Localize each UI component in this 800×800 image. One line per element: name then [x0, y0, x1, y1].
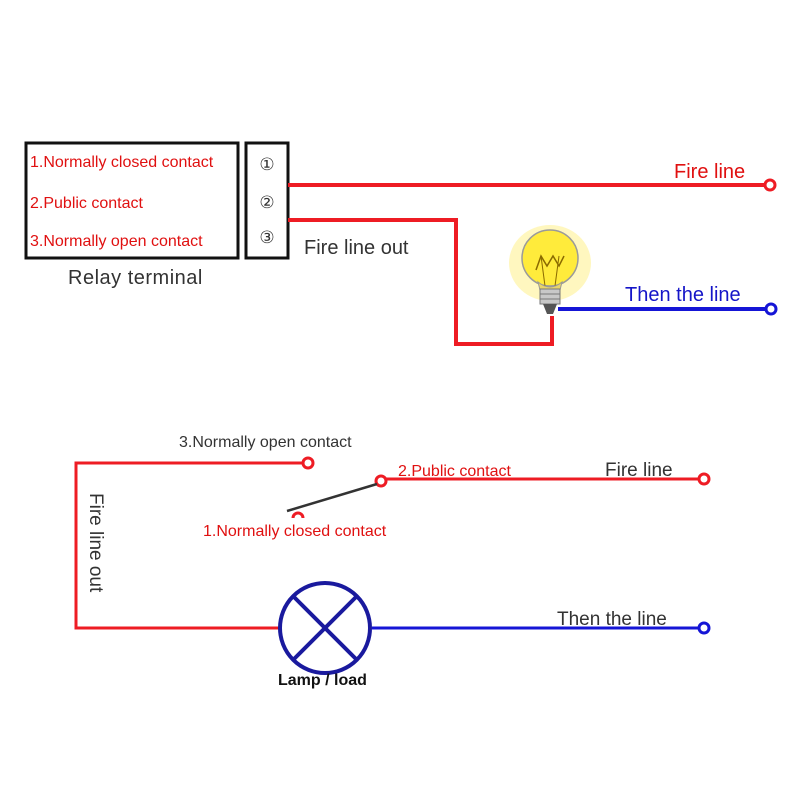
normally-open-label: 3.Normally open contact — [179, 434, 352, 451]
switch-arm — [286, 482, 378, 513]
normally-closed-label: 1.Normally closed contact — [203, 523, 387, 540]
lamp-load-label: Lamp / load — [278, 672, 367, 689]
fire-line-out-wire — [288, 218, 554, 346]
public-contact-label: 2.Public contact — [398, 463, 512, 480]
neutral-line-terminal-bottom — [697, 621, 711, 635]
terminal-number-3: ③ — [259, 228, 274, 247]
terminal-label-box — [24, 141, 240, 260]
top-diagram: 1.Normally closed contact 2.Public conta… — [24, 141, 778, 346]
public-contact-terminal — [374, 474, 388, 488]
normally-closed-terminal — [291, 511, 305, 519]
neutral-line-label: Then the line — [625, 284, 741, 306]
fire-line-out-wire-bottom — [74, 461, 303, 630]
terminal-number-box — [244, 141, 290, 260]
bottom-diagram: 3.Normally open contact Fire line out 2.… — [74, 434, 711, 689]
fire-line-terminal-bottom — [697, 472, 711, 486]
terminal-number-1: ① — [259, 155, 274, 174]
fire-line-out-vertical-label: Fire line out — [85, 493, 106, 593]
neutral-line-terminal — [764, 302, 778, 316]
light-bulb-icon — [509, 225, 591, 314]
terminal-label-3: 3.Normally open contact — [30, 233, 203, 250]
lamp-symbol-icon — [278, 581, 372, 675]
terminal-number-2: ② — [259, 193, 274, 212]
terminal-label-2: 2.Public contact — [30, 195, 144, 212]
fire-line-terminal — [763, 178, 777, 192]
terminal-label-1: 1.Normally closed contact — [30, 154, 214, 171]
fire-line-label-bottom: Fire line — [605, 460, 673, 481]
normally-open-terminal — [301, 456, 315, 470]
fire-line-label: Fire line — [674, 161, 745, 183]
relay-terminal-caption: Relay terminal — [68, 267, 203, 289]
fire-line-out-label: Fire line out — [304, 237, 409, 259]
neutral-line-label-bottom: Then the line — [557, 609, 667, 630]
